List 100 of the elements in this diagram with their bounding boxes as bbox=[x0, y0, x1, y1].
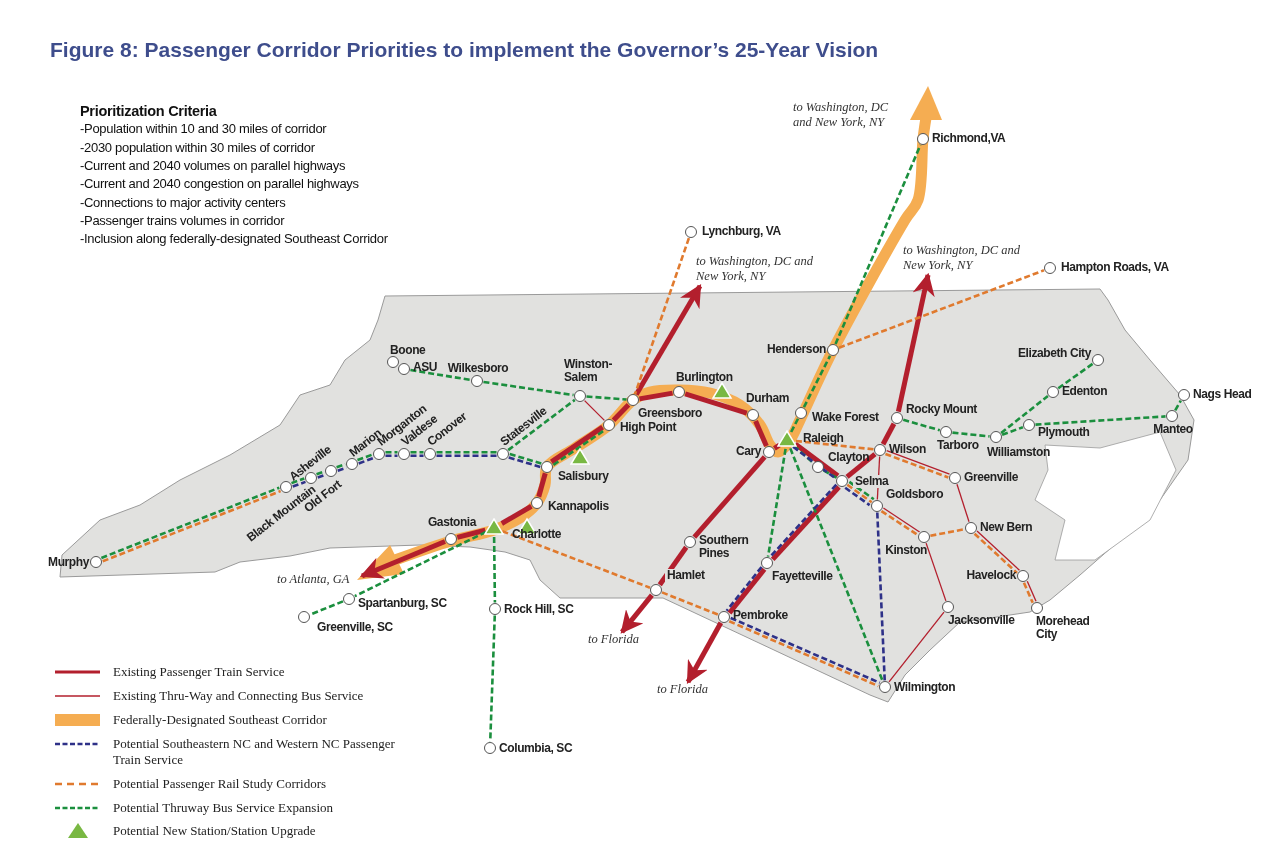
dashed-route-line bbox=[1000, 395, 1049, 434]
train-route-line bbox=[536, 472, 548, 498]
city-label: Burlington bbox=[676, 371, 733, 384]
train-route-line bbox=[657, 545, 689, 587]
destination-label: to Washington, DC and New York, NY bbox=[793, 100, 890, 130]
legend-label: Existing Thru-Way and Connecting Bus Service bbox=[113, 688, 365, 704]
dashed-route-line bbox=[358, 456, 374, 465]
train-route-line bbox=[684, 391, 748, 416]
destination-label: to Washington, DC and New York, NY bbox=[903, 243, 1031, 273]
dashed-route-line bbox=[509, 452, 542, 465]
bus-route-line bbox=[925, 542, 947, 602]
city-label: Wilson bbox=[889, 443, 926, 456]
city-label: Greensboro bbox=[638, 407, 703, 420]
city-label: Plymouth bbox=[1038, 426, 1090, 439]
destination-label: to Washington, DC and New York, NY bbox=[696, 254, 824, 284]
city-label: Pembroke bbox=[733, 609, 788, 622]
city-label: Richmond,VA bbox=[932, 132, 1006, 145]
dashed-route-line bbox=[586, 395, 627, 401]
dashed-route-line bbox=[789, 447, 884, 682]
dashed-route-line bbox=[483, 380, 574, 397]
city-label: Salisbury bbox=[558, 470, 609, 483]
criteria-item: -Current and 2040 volumes on parallel highways bbox=[80, 157, 346, 173]
city-label: Goldsboro bbox=[886, 488, 944, 501]
dashed-route-line bbox=[436, 450, 497, 454]
dashed-route-line bbox=[1057, 362, 1094, 390]
city-label: Greenville, SC bbox=[317, 621, 393, 634]
city-label: Boone bbox=[390, 344, 426, 357]
train-route-line bbox=[638, 390, 674, 402]
criteria-heading: Prioritization Criteria bbox=[80, 103, 217, 119]
city-label: Kinston bbox=[885, 544, 927, 557]
dashed-route-line bbox=[1035, 415, 1166, 426]
dashed-route-line bbox=[930, 527, 965, 538]
legend-label: Existing Passenger Train Service bbox=[113, 664, 286, 680]
city-label: Hamlet bbox=[665, 569, 707, 582]
city-label: Durham bbox=[746, 392, 789, 405]
dashed-route-line bbox=[1022, 582, 1034, 604]
dashed-route-line bbox=[507, 398, 576, 452]
city-label: Edenton bbox=[1062, 385, 1108, 398]
city-label: Rock Hill, SC bbox=[504, 603, 574, 616]
dashed-route-line bbox=[822, 469, 838, 479]
dashed-route-line bbox=[436, 454, 497, 458]
city-label: Lynchburg, VA bbox=[702, 225, 781, 238]
city-label: Kannapolis bbox=[548, 500, 609, 513]
dashed-route-line bbox=[385, 454, 398, 458]
city-label: Spartanburg, SC bbox=[358, 597, 447, 610]
city-label: Havelock bbox=[966, 569, 1016, 582]
city-label: Greenville bbox=[964, 471, 1019, 484]
city-label: Rocky Mount bbox=[906, 403, 977, 416]
dashed-route-line bbox=[501, 530, 651, 589]
city-label: Elizabeth City bbox=[1017, 347, 1091, 360]
city-label: High Point bbox=[620, 421, 676, 434]
dashed-route-line bbox=[316, 470, 325, 476]
dashed-route-line bbox=[1001, 426, 1024, 436]
train-route-line bbox=[611, 402, 631, 423]
city-label: Cary bbox=[735, 445, 761, 458]
city-label: Nags Head bbox=[1193, 388, 1252, 401]
bus-route-line bbox=[583, 399, 606, 422]
train-route-line bbox=[685, 621, 724, 684]
criteria-item: -Connections to major activity centers bbox=[80, 194, 286, 210]
dashed-route-line bbox=[790, 418, 800, 433]
city-label: Wake Forest bbox=[812, 411, 879, 424]
dashed-route-line bbox=[766, 448, 787, 557]
city-label: Selma bbox=[853, 475, 891, 488]
dashed-route-line bbox=[492, 537, 497, 603]
bus-route-line bbox=[888, 611, 945, 683]
city-label: Morehead City bbox=[1036, 615, 1091, 641]
criteria-item: -Population within 10 and 30 miles of corridor bbox=[80, 121, 327, 137]
dashed-route-line bbox=[410, 454, 424, 458]
dashed-route-line bbox=[309, 600, 344, 616]
criteria-item: -2030 population within 30 miles of corridor bbox=[80, 139, 315, 155]
city-label: Hampton Roads, VA bbox=[1061, 261, 1169, 274]
dashed-route-line bbox=[317, 473, 326, 479]
figure-title: Figure 8: Passenger Corridor Priorities to implement the Governor’s 25-Year Vision bbox=[50, 38, 879, 62]
dashed-route-line bbox=[661, 591, 719, 616]
destination-label: to Florida bbox=[588, 632, 656, 647]
city-label: New Bern bbox=[980, 521, 1033, 534]
train-route-line bbox=[753, 419, 769, 448]
criteria-item: -Passenger trains volumes in corridor bbox=[80, 212, 285, 228]
dashed-route-line bbox=[410, 368, 471, 382]
dashed-route-line bbox=[834, 144, 922, 345]
destination-label: to Florida bbox=[657, 682, 725, 697]
train-route-line bbox=[692, 455, 767, 539]
city-label: Southern Pines bbox=[699, 534, 750, 560]
train-route-line bbox=[895, 272, 935, 413]
dashed-route-line bbox=[385, 450, 398, 454]
city-label: Raleigh bbox=[803, 432, 844, 445]
dashed-route-line bbox=[337, 466, 347, 472]
city-label: Clayton bbox=[828, 451, 870, 464]
city-label: Winston- Salem bbox=[564, 358, 613, 384]
city-label: Charlotte bbox=[512, 528, 562, 541]
dashed-route-line bbox=[410, 450, 424, 454]
city-label: Fayetteville bbox=[772, 570, 833, 583]
train-route-line bbox=[634, 284, 703, 396]
train-route-line bbox=[845, 452, 877, 479]
dashed-route-line bbox=[508, 456, 541, 469]
dashed-route-line bbox=[795, 439, 874, 451]
legend-label: Potential Thruway Bus Service Expansion bbox=[113, 800, 334, 816]
train-route-line bbox=[620, 593, 654, 634]
legend-label: Potential New Station/Station Upgrade bbox=[113, 823, 317, 839]
criteria-item: -Inclusion along federally-designated Southeast Corridor bbox=[80, 231, 388, 247]
